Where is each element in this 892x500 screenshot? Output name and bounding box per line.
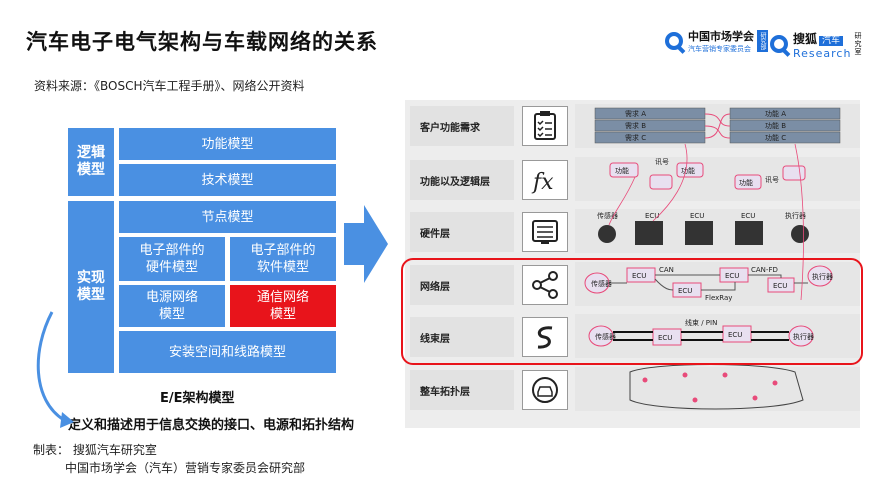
req-c: 需求 C	[625, 133, 646, 142]
layer-bg-hw	[575, 209, 860, 253]
harness-ecu-2: ECU	[728, 331, 742, 339]
hw-sensor-label: 传感器	[597, 211, 618, 220]
right-arrow-icon	[344, 205, 388, 283]
curved-arrow-icon	[36, 311, 74, 428]
layer-bg-topology	[575, 367, 860, 411]
definition-label: 定义和描述用于信息交换的接口、电源和拓扑结构	[68, 418, 355, 433]
func-box-1: 功能	[615, 166, 629, 175]
sohu-logo-name: 搜狐	[793, 32, 818, 46]
function-model-block: 功能模型	[119, 128, 336, 160]
sohu-logo-research: Research	[793, 47, 852, 60]
car-topology-icon	[522, 370, 568, 410]
logic-model-group: 逻辑 模型	[68, 128, 114, 196]
wire-harness-icon	[522, 317, 568, 357]
source-note: 资料来源：《BOSCH汽车工程手册》、网络公开资料	[34, 79, 305, 93]
layer-network: 网络层	[410, 265, 514, 305]
hw-ecu-label-1: ECU	[645, 212, 659, 220]
net-ecu-3: ECU	[725, 272, 739, 280]
net-sensor-node: 传感器	[591, 279, 612, 288]
maker-note: 制表： 搜狐汽车研究室 中国市场学会（汽车）营销专家委员会研究部	[33, 441, 305, 477]
cma-logo-tag: 研究部	[757, 30, 768, 52]
page-title: 汽车电子电气架构与车载网络的关系	[26, 30, 378, 54]
net-ecu-2: ECU	[678, 287, 692, 295]
impl-model-group: 实现 模型	[68, 201, 114, 373]
checklist-icon	[522, 106, 568, 146]
maker-line2: 中国市场学会（汽车）营销专家委员会研究部	[65, 461, 306, 475]
svg-text:fx: fx	[531, 170, 554, 195]
func-a: 功能 A	[765, 109, 786, 118]
hw-ecu-label-2: ECU	[690, 212, 704, 220]
layer-function-logic: 功能以及逻辑层	[410, 160, 514, 200]
tech-model-block: 技术模型	[119, 164, 336, 196]
sohu-logo-icon	[770, 35, 788, 53]
func-box-3: 功能	[739, 178, 753, 187]
harness-sensor: 传感器	[595, 332, 616, 341]
layer-hardware: 硬件层	[410, 212, 514, 252]
fx-icon: fx	[522, 160, 568, 200]
cma-logo-sub: 汽车营销专家委员会	[688, 45, 751, 53]
power-model-block: 电源网络 模型	[119, 285, 225, 327]
sohu-logo-side: 研究室	[854, 32, 862, 56]
hw-ecu-label-3: ECU	[741, 212, 755, 220]
func-b: 功能 B	[765, 121, 786, 130]
cma-logo: 中国市场学会 汽车营销专家委员会 研究部	[665, 28, 768, 54]
layer-harness: 线束层	[410, 317, 514, 357]
pin-label: 线束 / PIN	[685, 318, 717, 327]
signal-label-2: 讯号	[765, 176, 779, 184]
install-model-block: 安装空间和线路模型	[119, 331, 336, 373]
harness-ecu-1: ECU	[658, 334, 672, 342]
hw-model-block: 电子部件的 硬件模型	[119, 237, 225, 281]
can-label: CAN	[659, 266, 674, 274]
req-a: 需求 A	[625, 109, 646, 118]
flexray-label: FlexRay	[705, 294, 732, 302]
layer-vehicle-topology: 整车拓扑层	[410, 370, 514, 410]
node-model-block: 节点模型	[119, 201, 336, 233]
network-harness-highlight	[401, 258, 863, 365]
hardware-icon	[522, 212, 568, 252]
can-fd-label: CAN-FD	[751, 266, 778, 274]
sw-model-block: 电子部件的 软件模型	[230, 237, 336, 281]
comm-model-block: 通信网络 模型	[230, 285, 336, 327]
layer-content-diagram: 需求 A 需求 B 需求 C 功能 A 功能 B 功能 C 功能 功能 功能 讯…	[584, 107, 841, 410]
cma-logo-name: 中国市场学会	[688, 30, 754, 43]
ee-arch-label: E/E架构模型	[160, 391, 235, 406]
req-b: 需求 B	[625, 121, 646, 130]
sohu-logo-tag: 汽车	[819, 36, 844, 46]
signal-label-1: 讯号	[655, 158, 669, 166]
net-ecu-4: ECU	[773, 282, 787, 290]
cma-logo-icon	[665, 32, 683, 50]
func-c: 功能 C	[765, 133, 786, 142]
sohu-logo: 搜狐汽车 Research 研究室	[770, 28, 864, 60]
layer-customer-req: 客户功能需求	[410, 106, 514, 146]
net-actuator-node: 执行器	[812, 272, 833, 281]
func-box-2: 功能	[681, 166, 695, 175]
network-share-icon	[522, 265, 568, 305]
hw-actuator-label: 执行器	[785, 211, 806, 220]
net-ecu-1: ECU	[632, 272, 646, 280]
maker-line1: 制表： 搜狐汽车研究室	[33, 443, 157, 457]
harness-actuator: 执行器	[793, 332, 814, 341]
